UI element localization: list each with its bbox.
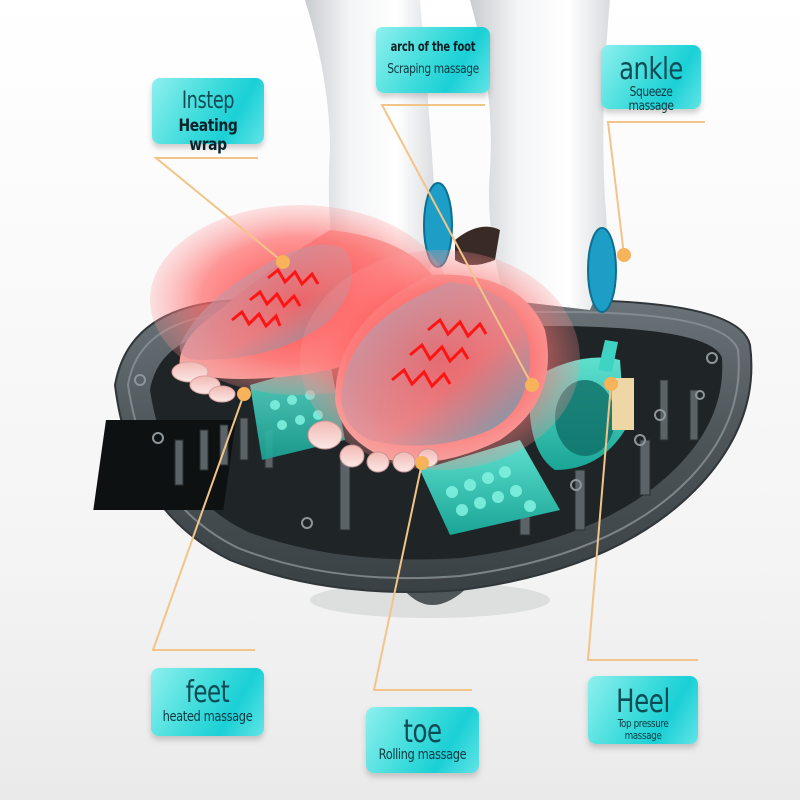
callout-arch: arch of the foot Scraping massage [376, 27, 490, 93]
callout-feet-title: feet [185, 675, 230, 710]
callout-ankle-subtitle: Squeeze massage [628, 85, 674, 115]
callout-arch-subtitle: Scraping massage [387, 62, 479, 77]
callout-heel-subtitle: Top pressure massage [617, 717, 669, 743]
callout-toe-title: toe [403, 712, 442, 750]
callout-instep-subtitle: Heating wrap [178, 116, 238, 155]
callout-arch-title: arch of the foot [390, 40, 476, 55]
callout-toe-subtitle: Rolling massage [378, 747, 467, 763]
callout-instep-title: Instep [181, 86, 235, 114]
callout-ankle-title: ankle [619, 52, 683, 87]
heat-wave-icon [231, 267, 488, 389]
callout-heel-title: Heel [616, 682, 670, 720]
callout-ankle: ankle Squeeze massage [601, 45, 701, 114]
callout-feet-subtitle: heated massage [162, 709, 253, 725]
callout-heel: Heel Top pressure massage [588, 676, 698, 744]
callout-feet: feet heated massage [151, 668, 264, 736]
callout-instep: Instep Heating wrap [152, 78, 264, 154]
callout-toe: toe Rolling massage [366, 707, 479, 773]
marker-dot-icon [237, 248, 631, 470]
